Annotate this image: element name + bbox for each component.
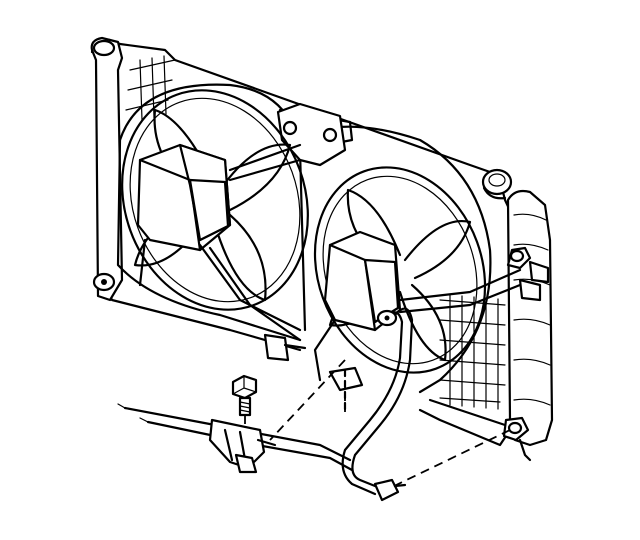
fan-shroud <box>116 83 492 394</box>
upper-mount-icon <box>92 39 116 57</box>
guide-line-lower-fitting <box>389 429 511 489</box>
bolt-icon <box>231 374 258 428</box>
harness-connector-icon <box>263 333 307 362</box>
lower-fitting-icon <box>502 278 542 442</box>
left-fan <box>121 89 309 342</box>
right-fan-blade <box>403 220 472 280</box>
radiator-cap-icon <box>481 168 513 200</box>
lower-bracket-icon <box>328 366 364 412</box>
left-tank <box>90 36 124 302</box>
left-fan-blade <box>218 143 292 212</box>
radiator-assembly <box>90 36 554 462</box>
lower-line-fitting-icon <box>373 478 400 502</box>
line-retainer-clip-icon <box>234 453 258 474</box>
guide-line-bracket <box>269 359 346 441</box>
right-tank <box>506 189 554 447</box>
shroud-center-bracket <box>276 102 347 167</box>
upper-outlet-icon <box>506 246 550 284</box>
cooler-line-icon <box>117 307 414 502</box>
left-fan-blade <box>213 213 267 302</box>
right-fan <box>313 166 522 382</box>
exploded-guide-lines <box>269 359 511 489</box>
